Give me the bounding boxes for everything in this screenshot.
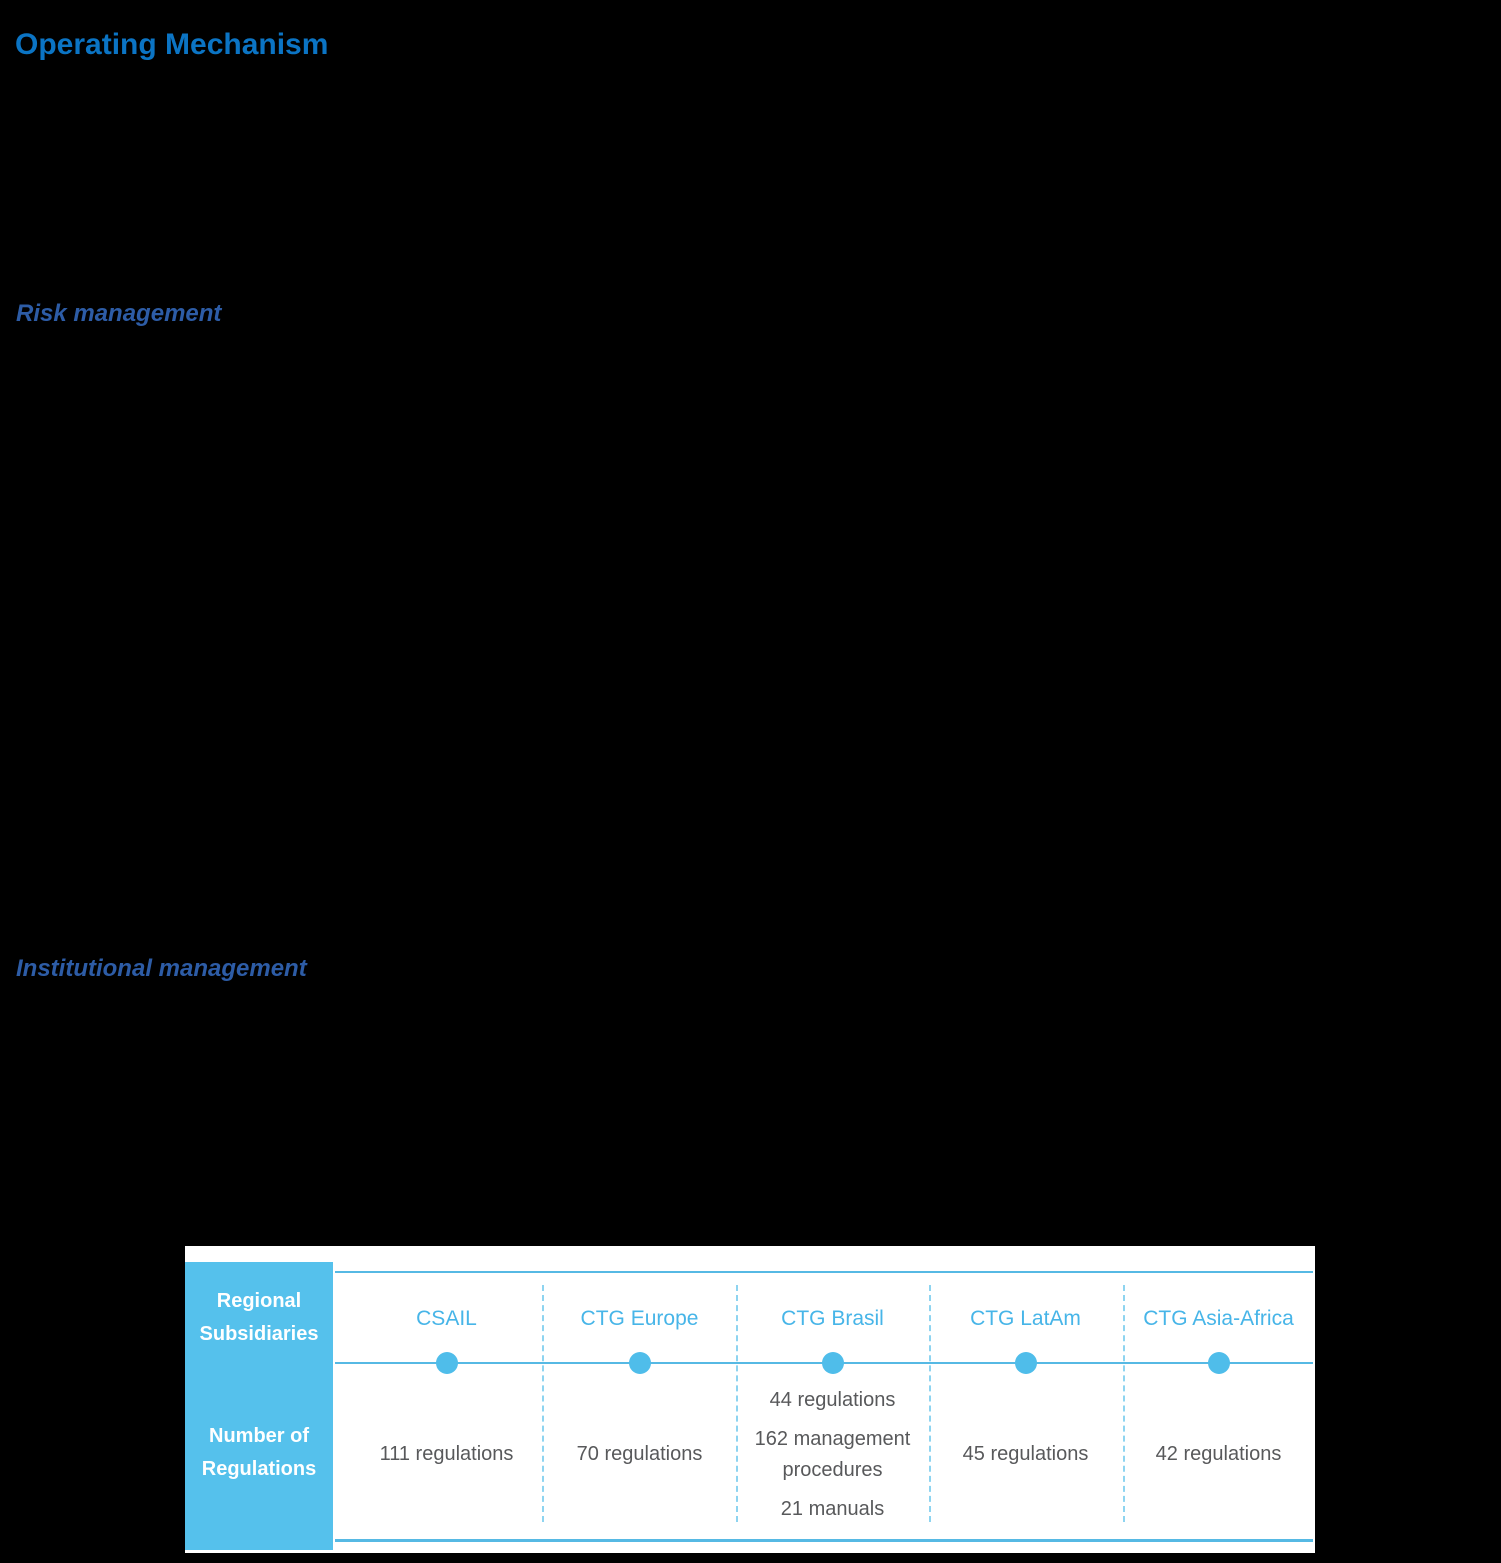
table-bottom-rule [335, 1539, 1313, 1542]
timeline-dot [1014, 1352, 1037, 1374]
regulation-count: 42 regulations [1125, 1376, 1312, 1533]
regulation-value: 45 regulations [962, 1443, 1089, 1465]
column-divider [542, 1285, 544, 1522]
regulation-count: 44 regulations 162 management procedures… [739, 1376, 926, 1533]
regulation-value: 111 regulations [379, 1443, 514, 1465]
column-csail: CSAIL 111 regulations [350, 1246, 543, 1553]
row-header-number-of-regulations: Number of Regulations [185, 1420, 333, 1486]
column-divider [929, 1285, 931, 1522]
column-ctg-latam: CTG LatAm 45 regulations [929, 1246, 1122, 1553]
regulations-table: Regional Subsidiaries Number of Regulati… [185, 1246, 1315, 1553]
regulation-count: 111 regulations [353, 1376, 540, 1533]
regulation-value: 162 management procedures [754, 1427, 911, 1481]
timeline-dot [821, 1352, 844, 1374]
regulation-value: 42 regulations [1155, 1443, 1282, 1465]
row-header-regional-subsidiaries: Regional Subsidiaries [185, 1285, 333, 1351]
timeline-dot [435, 1352, 458, 1374]
column-ctg-europe: CTG Europe 70 regulations [543, 1246, 736, 1553]
timeline-dot [628, 1352, 651, 1374]
timeline-dot [1207, 1352, 1230, 1374]
column-divider [736, 1285, 738, 1522]
section-heading-risk-management: Risk management [16, 299, 222, 327]
subsidiary-name: CSAIL [416, 1307, 477, 1330]
column-ctg-brasil: CTG Brasil 44 regulations 162 management… [736, 1246, 929, 1553]
regulation-count: 45 regulations [932, 1376, 1119, 1533]
regulation-value: 21 manuals [780, 1497, 885, 1520]
column-divider [1123, 1285, 1125, 1522]
row-header-line: Regulations [201, 1458, 317, 1480]
section-heading-institutional-management: Institutional management [16, 954, 307, 982]
subsidiary-name: CTG Asia-Africa [1143, 1307, 1294, 1330]
row-header-box: Regional Subsidiaries Number of Regulati… [185, 1262, 333, 1550]
column-ctg-asia-africa: CTG Asia-Africa 42 regulations [1122, 1246, 1315, 1553]
table-top-rule [335, 1271, 1313, 1273]
regulation-count: 70 regulations [546, 1376, 733, 1533]
regulation-value: 44 regulations [769, 1388, 896, 1411]
regulation-value: 70 regulations [576, 1443, 703, 1465]
page-title: Operating Mechanism [15, 28, 329, 62]
row-header-line: Regional [216, 1290, 302, 1312]
subsidiary-name: CTG LatAm [970, 1307, 1081, 1330]
subsidiary-name: CTG Brasil [781, 1307, 884, 1330]
row-header-line: Subsidiaries [199, 1323, 319, 1345]
subsidiary-columns: CSAIL 111 regulations CTG Europe 70 regu… [350, 1246, 1315, 1553]
subsidiary-name: CTG Europe [580, 1307, 699, 1330]
row-header-line: Number of [209, 1425, 309, 1447]
